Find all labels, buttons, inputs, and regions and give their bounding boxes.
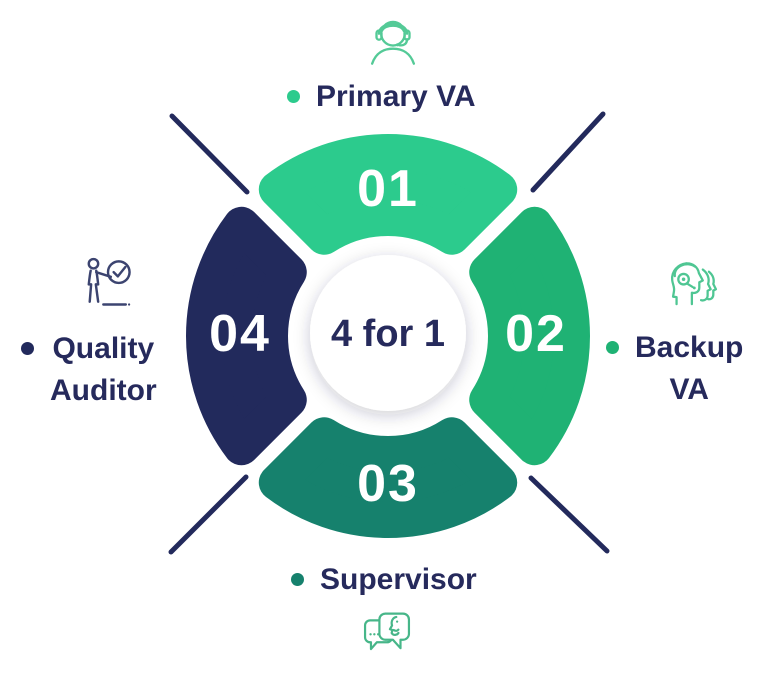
- bullet-backup-va: [606, 341, 619, 354]
- segment-04-quality-auditor: [186, 206, 307, 466]
- center-circle: [310, 255, 466, 411]
- segment-number-01: 01: [357, 160, 419, 218]
- segment-number-04: 04: [209, 305, 271, 363]
- label-backup-line2: VA: [669, 373, 709, 406]
- label-quality-line1: Quality: [52, 332, 155, 365]
- bullet-primary-va: [287, 90, 300, 103]
- quality-check-icon: [78, 252, 138, 312]
- diagonal-line-bottom-left: [168, 474, 249, 555]
- label-primary-va-text: Primary VA: [316, 80, 476, 113]
- segment-01-primary-va: [258, 134, 518, 255]
- bullet-supervisor: [291, 573, 304, 586]
- bullet-quality-auditor: [21, 342, 34, 355]
- label-supervisor-text: Supervisor: [320, 563, 477, 596]
- segment-number-03: 03: [357, 455, 419, 513]
- diagonal-line-bottom-right: [528, 475, 610, 554]
- diagonal-line-top-right: [530, 111, 606, 193]
- segment-02-backup-va: [469, 206, 590, 466]
- label-primary-va: Primary VA: [287, 79, 476, 114]
- segment-03-supervisor: [258, 417, 518, 538]
- label-quality-line2: Auditor: [50, 374, 157, 407]
- diagonal-accent-lines: [168, 111, 610, 555]
- center-label: 4 for 1: [331, 313, 445, 355]
- label-supervisor: Supervisor: [291, 562, 477, 597]
- headset-agent-icon: [364, 12, 422, 70]
- backup-agents-icon: [663, 256, 719, 312]
- segment-number-02: 02: [505, 305, 567, 363]
- label-backup-line1: Backup: [635, 331, 744, 364]
- diagonal-line-top-left: [169, 113, 250, 195]
- conversation-icon: [360, 606, 414, 660]
